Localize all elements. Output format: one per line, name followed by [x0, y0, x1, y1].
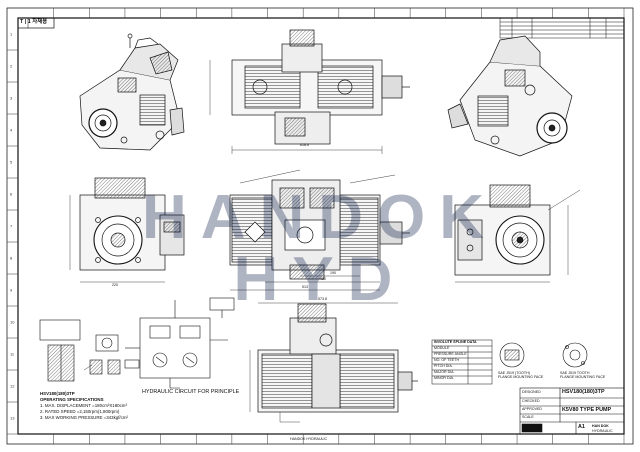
end-view-right: [454, 184, 581, 283]
spline-data-table: [431, 339, 493, 385]
dim-front-mid: 420: [320, 277, 326, 281]
title-row: APPROVED: [522, 407, 542, 411]
top-left-block-label: T | 1 자재용: [20, 19, 48, 25]
front-view-center: [229, 169, 410, 291]
spline-row: PITCH DIA.: [434, 364, 453, 368]
flange-detail: [39, 319, 121, 382]
mount-note-left: SAE J519 (TOOTH) FLANGE MOUNTING FACE: [498, 371, 544, 379]
company-sub: HYDRAULIC: [592, 429, 613, 433]
top-left-header-block: [17, 17, 55, 29]
side-view-bottom: [249, 302, 418, 423]
border-row-number: 9: [10, 288, 13, 293]
revision-block: [499, 17, 625, 39]
border-row-number: 7: [10, 224, 13, 229]
mount-detail-circles: [499, 342, 588, 368]
sheet-size: A1: [578, 424, 585, 430]
title-row: CHECKED: [522, 399, 540, 403]
dim-front-total: 513: [302, 285, 308, 289]
border-row-number: 5: [10, 160, 13, 165]
title-block: [519, 387, 625, 435]
spline-row: NO. OF TEETH: [434, 358, 460, 362]
spline-row: MINOR DIA.: [434, 376, 454, 380]
inner-border: [17, 17, 625, 435]
title-row: SCALE: [522, 415, 534, 419]
dim-bottom-total: 573.8: [318, 297, 327, 301]
circuit-caption: HYDRAULIC CIRCUIT FOR PRINCIPLE: [142, 389, 240, 395]
border-row-number: 11: [10, 352, 15, 357]
dim-front-small: 190: [330, 271, 336, 275]
watermark: HANDOK HYD: [141, 183, 499, 314]
title-row: DESIGNED: [522, 390, 541, 394]
border-row-number: 3: [10, 96, 13, 101]
hydraulic-circuit: [124, 297, 235, 389]
border-row-number: 6: [10, 192, 13, 197]
company-logo: HAN DOK: [592, 424, 609, 428]
dim-plan-total: 618.6: [300, 143, 309, 147]
border-row-number: 4: [10, 128, 13, 133]
plan-view-top: [209, 29, 410, 154]
spec-subheading: OPERATING SPECIFICATIONS: [40, 397, 104, 402]
outer-border: [6, 7, 634, 445]
model-number: HSV180(180)3TP: [562, 389, 605, 395]
spline-row: MODULE: [434, 346, 450, 350]
spec-item: 1. MAX. DISPLACEMENT =180cm³X180cm³: [40, 403, 127, 408]
dim-side-height: 220: [112, 283, 118, 287]
pump-type: K5V80 TYPE PUMP: [562, 407, 612, 413]
end-view-left: [69, 177, 185, 283]
spec-item: 2. RATED SPEED =2,150rpm(1,800rpm): [40, 409, 120, 414]
border-row-number: 1: [10, 32, 13, 37]
mount-note-right: SAE J519 TOOTH FLANGE MOUNTING FACE: [560, 371, 606, 379]
spec-heading: HSV180(180)3TP: [40, 391, 75, 396]
border-row-number: 12: [10, 384, 15, 389]
bottom-caption: HANDOK HYDRAULIC: [290, 437, 328, 441]
border-row-number: 2: [10, 64, 13, 69]
border-row-number: 10: [10, 320, 15, 325]
border-row-number: 13: [10, 416, 15, 421]
iso-view-right: [447, 35, 573, 157]
spline-row: MAJOR DIA.: [434, 370, 455, 374]
spline-row: PRESSURE ANGLE: [434, 352, 467, 356]
spline-table-heading: INVOLUTE SPLINE DATA: [434, 340, 477, 344]
iso-view-left: [79, 33, 185, 151]
spec-item: 3. MAX WORKING PRESSURE =343kgf/cm²: [40, 415, 128, 420]
border-row-number: 8: [10, 256, 13, 261]
